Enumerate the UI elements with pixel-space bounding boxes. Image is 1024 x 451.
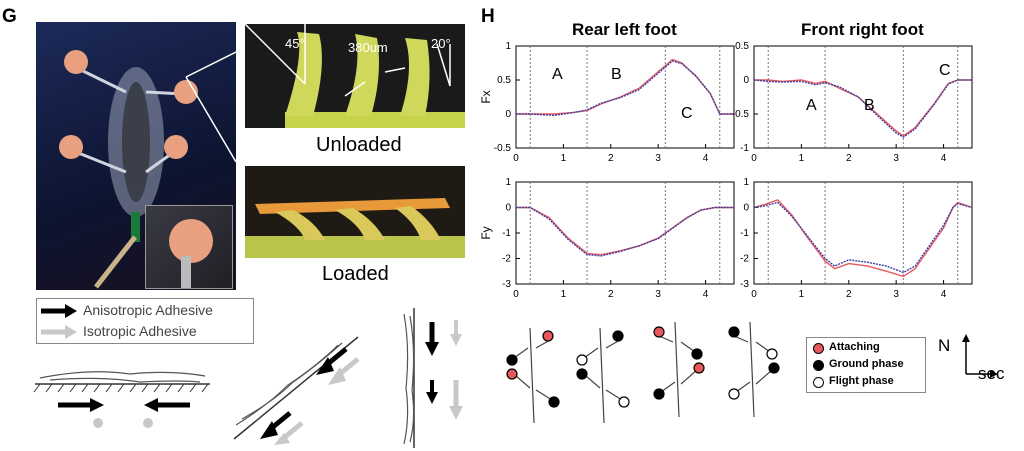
y-axis-label: Fy (480, 226, 493, 239)
front-phase-c: C (939, 62, 951, 79)
x-tick-label: 4 (703, 289, 709, 300)
unloaded-caption: Unloaded (316, 134, 402, 156)
flight-dot-icon (813, 377, 824, 388)
label-angle-45: 45° (285, 36, 305, 51)
x-tick-label: 1 (799, 153, 805, 164)
gait-step-3 (653, 321, 705, 418)
y-tick-label: 0 (505, 203, 511, 214)
y-tick-label: 0 (743, 203, 749, 214)
y-tick-label: 0 (505, 109, 511, 120)
panel-letter-g: G (2, 6, 17, 27)
legend-flight-label: Flight phase (829, 375, 894, 387)
y-tick-label: -3 (740, 279, 749, 290)
x-tick-label: 4 (703, 153, 709, 164)
y-axis-label: Fx (480, 90, 493, 103)
y-tick-label: -1 (502, 228, 511, 239)
foot-inset-drawing (169, 219, 213, 288)
attaching-dot-icon (813, 343, 824, 354)
axis-n-label: N (938, 336, 951, 355)
plot-frame (515, 45, 735, 149)
rear-phase-b: B (611, 66, 622, 83)
adhesive-legend: Anisotropic Adhesive Isotropic Adhesive (36, 298, 254, 344)
y-tick-label: 0.5 (497, 75, 511, 86)
unloaded-photo: 45° 380um 20° (244, 23, 465, 128)
plot-frame (753, 45, 973, 149)
x-tick-label: 4 (941, 289, 947, 300)
x-tick-label: 2 (608, 153, 614, 164)
x-tick-label: 2 (608, 289, 614, 300)
series-line-red (516, 206, 734, 256)
x-tick-label: 0 (751, 153, 757, 164)
isotropic-arrow-icon (41, 325, 77, 339)
axis-sec-label: sec (978, 364, 1005, 383)
series-line-blue (753, 79, 972, 138)
robot-photo (36, 22, 237, 290)
y-tick-label: 1 (743, 177, 749, 188)
loaded-photo (245, 166, 465, 258)
gait-step-2 (576, 327, 630, 424)
gecko-wall-diagram (403, 308, 463, 448)
robot-photo-drawing (59, 50, 237, 289)
y-tick-label: -1 (740, 143, 749, 154)
x-tick-label: 3 (893, 289, 899, 300)
x-tick-label: 0 (513, 289, 519, 300)
x-tick-label: 2 (846, 153, 852, 164)
x-tick-label: 2 (846, 289, 852, 300)
label-width-380: 380um (348, 40, 388, 55)
series-line-red (753, 199, 973, 278)
y-tick-label: -3 (502, 279, 511, 290)
y-tick-label: -2 (502, 254, 511, 265)
series-line-blue (516, 60, 734, 117)
x-tick-label: 1 (561, 289, 567, 300)
rear-left-title: Rear left foot (572, 20, 677, 39)
rear-phase-c: C (681, 105, 693, 122)
x-tick-label: 3 (655, 153, 661, 164)
series-line-red (516, 58, 734, 115)
y-tick-label: -0.5 (494, 143, 512, 154)
axes-indicator-icon (962, 334, 998, 378)
series-line-blue (516, 206, 734, 257)
y-tick-label: 1 (505, 177, 511, 188)
legend-isotropic-label: Isotropic Adhesive (83, 323, 197, 339)
gait-diagrams (506, 321, 780, 424)
gecko-incline-diagram (233, 336, 360, 445)
panel-letter-h: H (481, 6, 495, 27)
y-tick-label: -1 (740, 228, 749, 239)
legend-anisotropic-label: Anisotropic Adhesive (83, 302, 213, 318)
front-right-title: Front right foot (801, 20, 924, 39)
x-tick-label: 1 (799, 289, 805, 300)
rear-phase-a: A (552, 66, 563, 83)
y-tick-label: 0.5 (735, 41, 749, 52)
series-line-blue (753, 201, 973, 274)
x-tick-label: 3 (893, 153, 899, 164)
ground-dot-icon (813, 360, 824, 371)
x-tick-label: 1 (561, 153, 567, 164)
series-line-red (754, 79, 972, 137)
legend-attaching-label: Attaching (829, 341, 880, 353)
x-tick-label: 3 (655, 289, 661, 300)
y-tick-label: 0 (743, 75, 749, 86)
y-tick-label: 1 (505, 41, 511, 52)
label-angle-20: 20° (431, 36, 451, 51)
legend-ground-label: Ground phase (829, 358, 904, 370)
x-tick-label: 0 (751, 289, 757, 300)
loaded-drawing (245, 198, 465, 258)
y-tick-label: -2 (740, 254, 749, 265)
x-tick-label: 0 (513, 153, 519, 164)
gait-step-1 (506, 327, 560, 424)
plot-frame (515, 181, 735, 285)
gecko-floor-diagram (33, 371, 210, 428)
y-tick-label: -0.5 (732, 109, 750, 120)
unloaded-drawing (244, 23, 465, 128)
anisotropic-arrow-icon (41, 304, 77, 318)
front-phase-a: A (806, 97, 817, 114)
front-phase-b: B (864, 97, 875, 114)
x-tick-label: 4 (941, 153, 947, 164)
loaded-caption: Loaded (322, 263, 389, 285)
gait-step-4 (728, 321, 780, 418)
gait-legend: Attaching Ground phase Flight phase (806, 337, 926, 393)
foot-inset-photo (145, 205, 233, 289)
